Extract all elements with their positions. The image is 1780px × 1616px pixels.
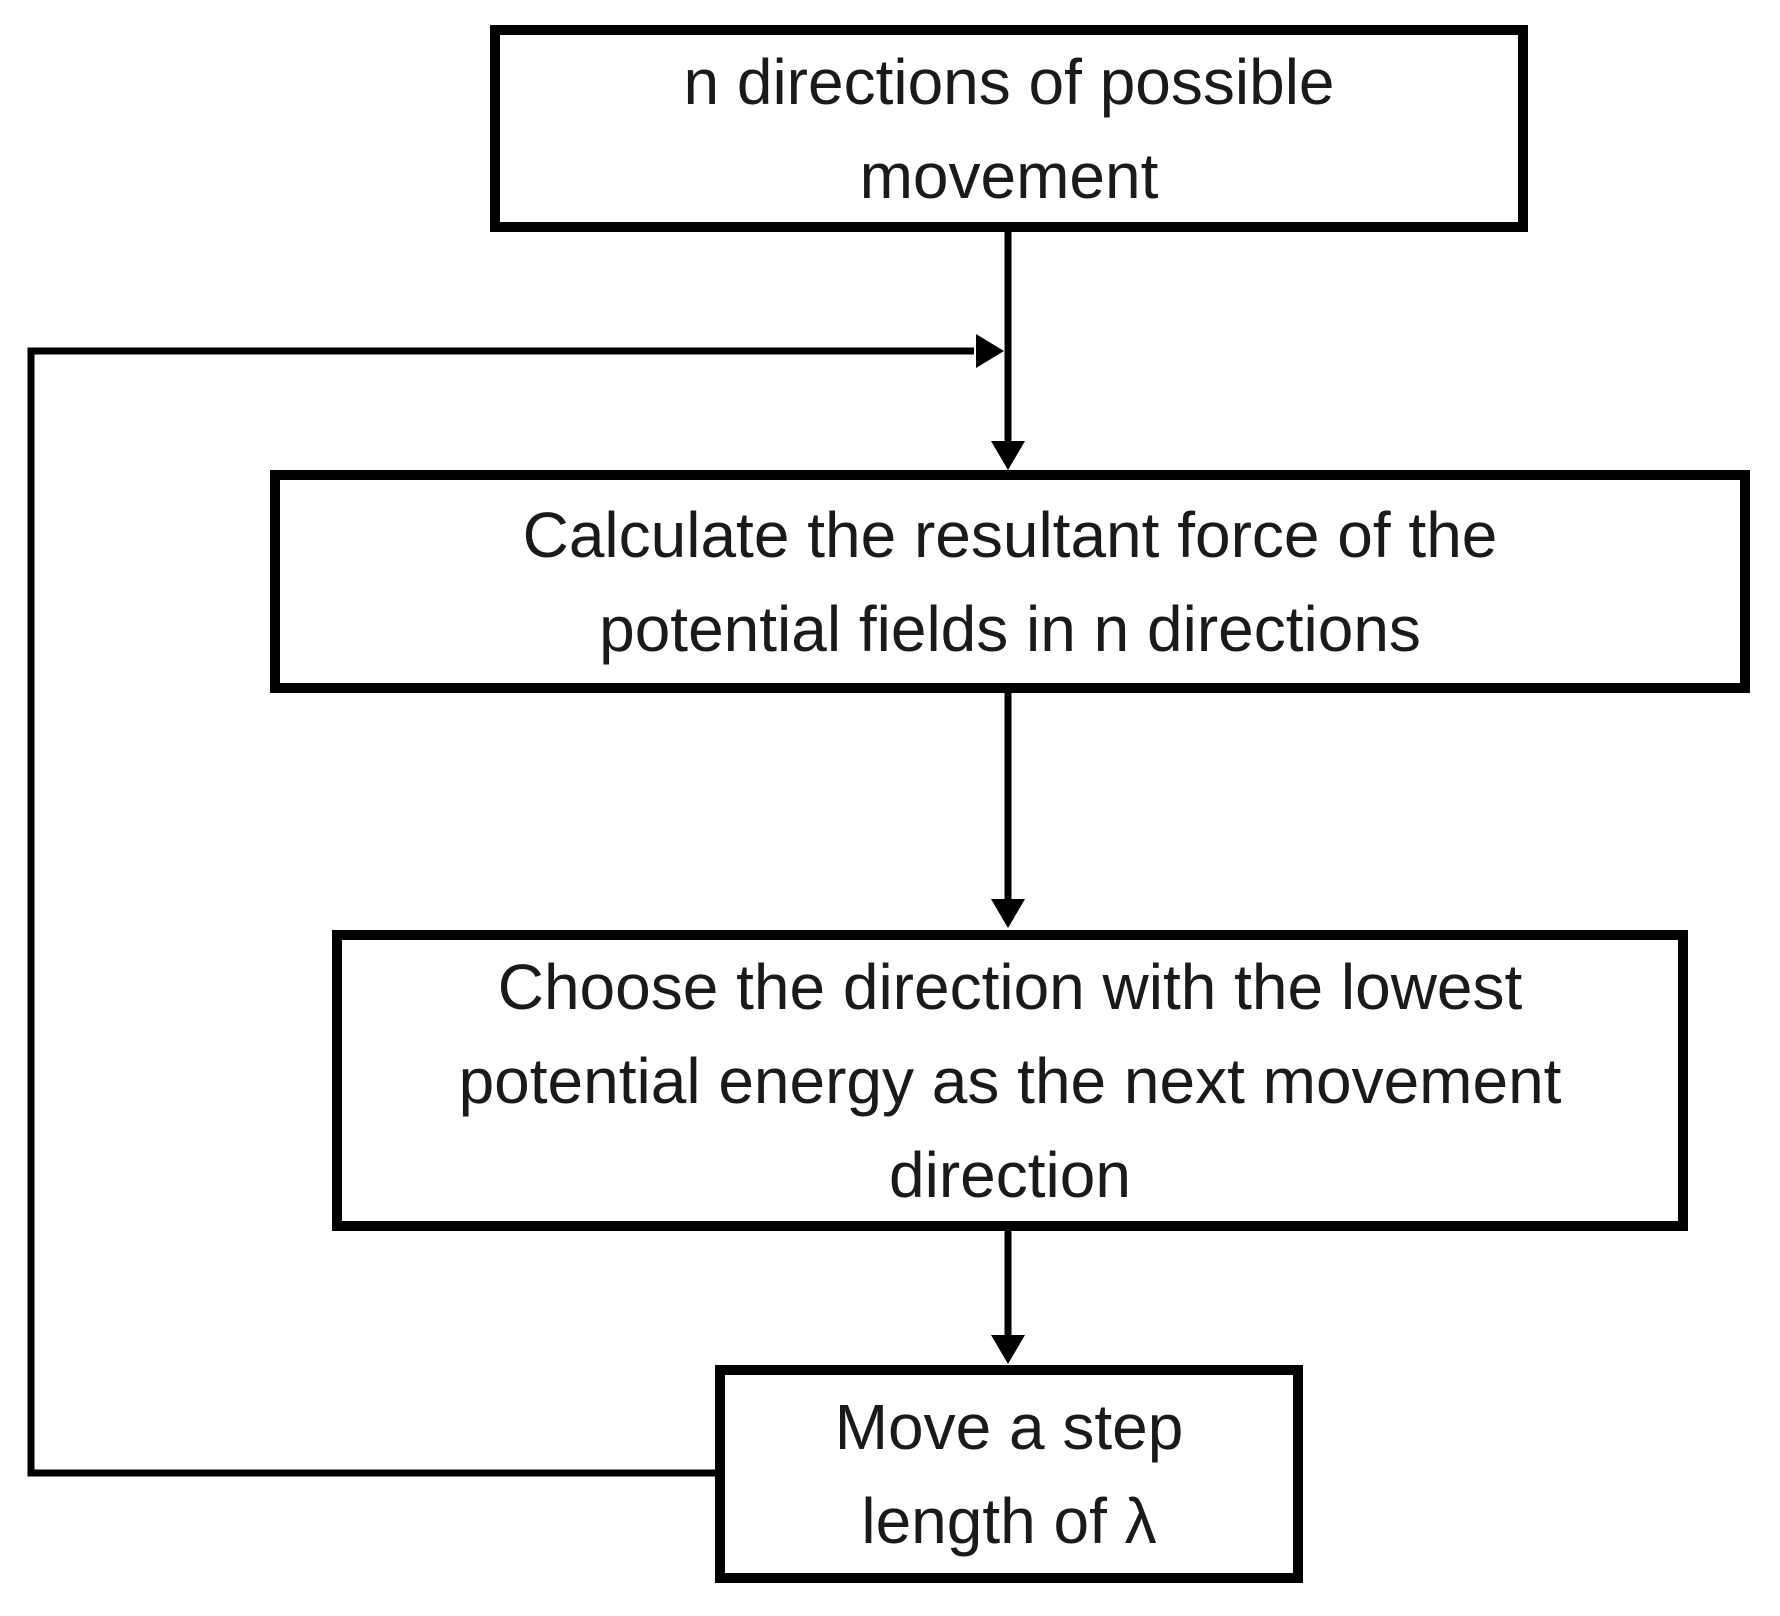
- node-move-step: Move a step length of λ: [715, 1365, 1303, 1583]
- node-calculate-force-label: Calculate the resultant force of the pot…: [522, 498, 1498, 665]
- node-calculate-force: Calculate the resultant force of the pot…: [270, 470, 1750, 693]
- node-possible-directions: n directions of possible movement: [490, 25, 1528, 232]
- arrow-choose-to-move-head-icon: [991, 1335, 1025, 1364]
- arrow-start-to-calculate-head-icon: [991, 441, 1025, 470]
- node-choose-direction: Choose the direction with the lowest pot…: [332, 930, 1688, 1231]
- feedback-loop-head-icon: [976, 334, 1004, 368]
- node-possible-directions-label: n directions of possible movement: [683, 45, 1335, 212]
- feedback-loop-line: [27, 347, 974, 1477]
- node-move-step-label: Move a step length of λ: [834, 1391, 1184, 1557]
- arrow-calculate-to-choose-head-icon: [991, 899, 1025, 928]
- node-choose-direction-label: Choose the direction with the lowest pot…: [458, 950, 1562, 1211]
